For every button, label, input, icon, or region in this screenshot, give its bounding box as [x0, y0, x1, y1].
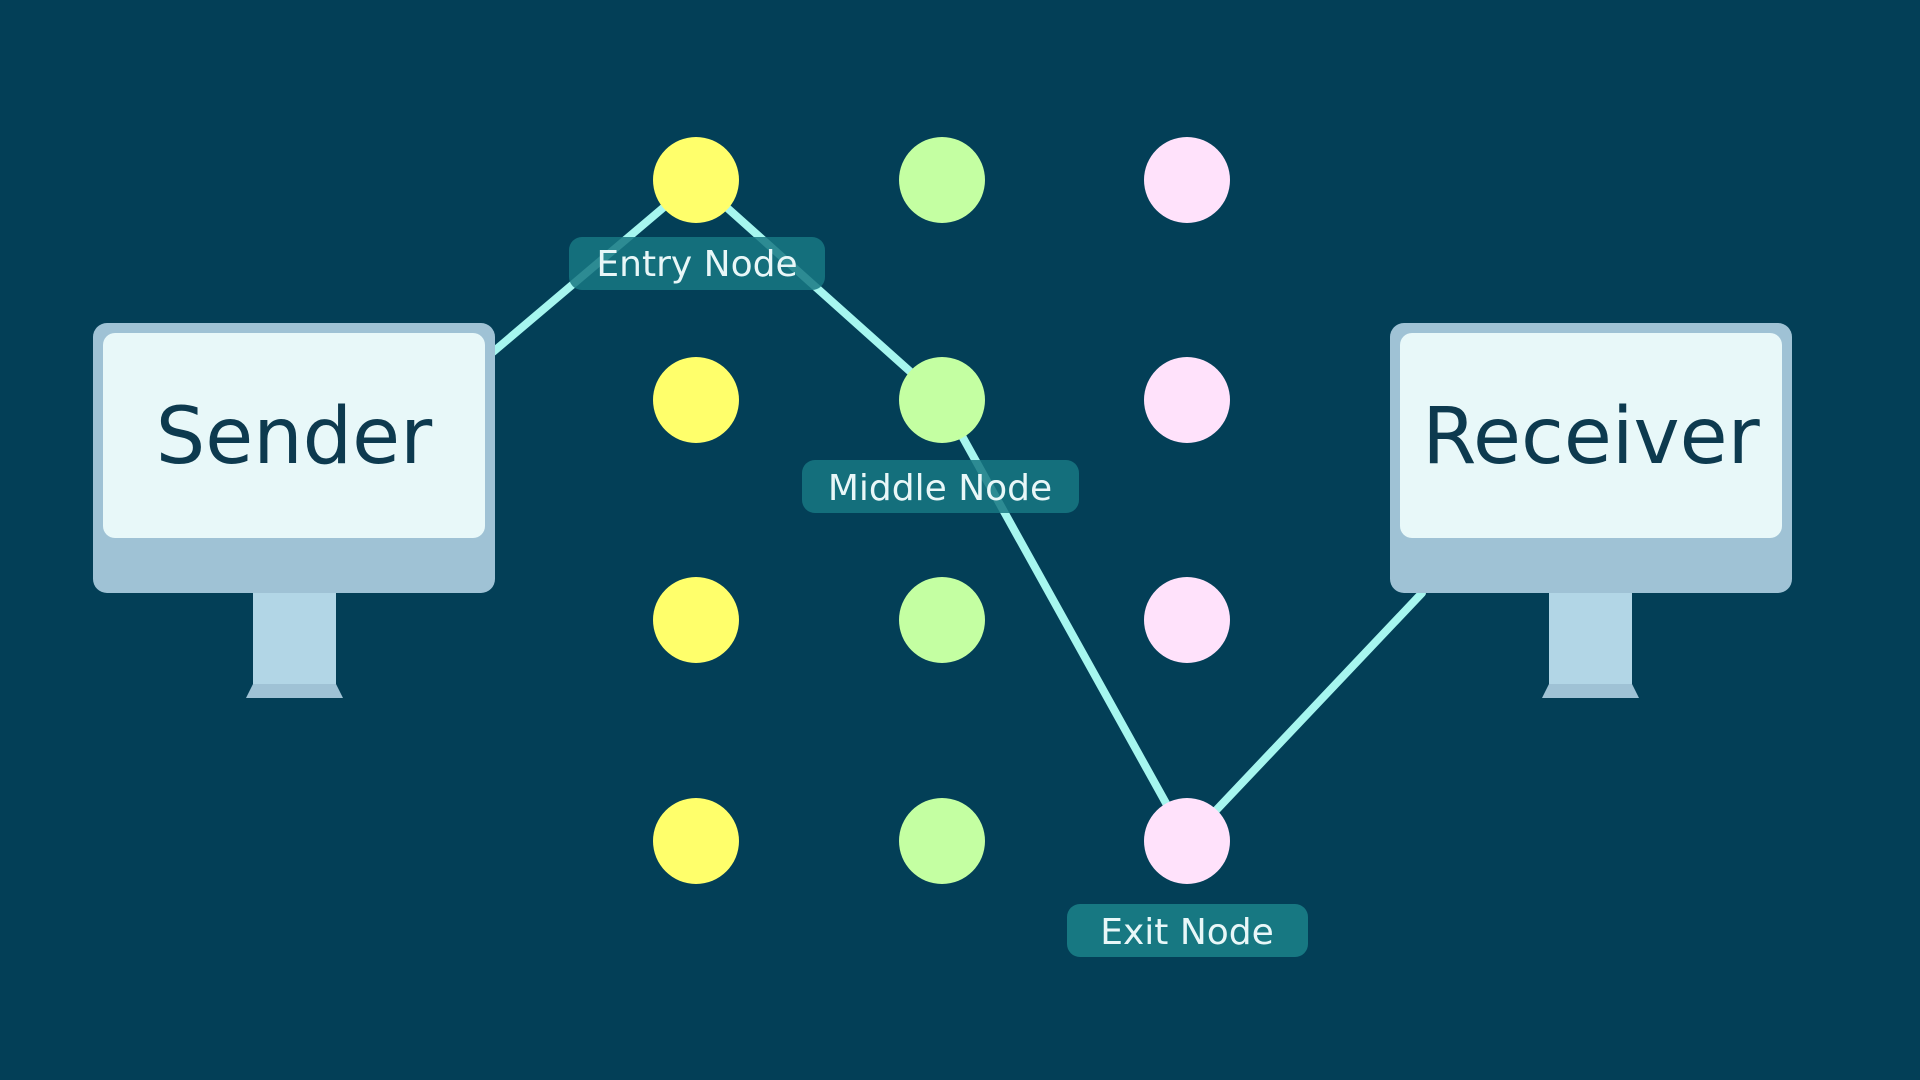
monitor-stand — [1549, 590, 1632, 685]
entry-node-4 — [653, 798, 739, 884]
exit-node-label: Exit Node — [1100, 912, 1274, 953]
receiver-label: Receiver — [1422, 392, 1760, 482]
middle-node-1 — [899, 137, 985, 223]
entry-node-1 — [653, 137, 739, 223]
node-grid — [653, 137, 1230, 884]
middle-node-2 — [899, 357, 985, 443]
monitor-screen — [1400, 333, 1782, 538]
exit-node-3 — [1144, 577, 1230, 663]
tag-background — [1067, 904, 1308, 957]
exit-node-4 — [1144, 798, 1230, 884]
monitor-base — [1542, 684, 1639, 698]
entry-node-tag: Entry Node — [569, 237, 825, 290]
middle-node-label: Middle Node — [828, 468, 1052, 509]
sender-label: Sender — [156, 392, 433, 482]
entry-node-2 — [653, 357, 739, 443]
exit-node-1 — [1144, 137, 1230, 223]
monitor-base — [246, 684, 343, 698]
middle-node-tag: Middle Node — [802, 460, 1079, 513]
monitor-stand — [253, 590, 336, 685]
middle-node-4 — [899, 798, 985, 884]
exit-node-tag: Exit Node — [1067, 904, 1308, 957]
sender-monitor: Sender — [93, 323, 495, 698]
middle-node-3 — [899, 577, 985, 663]
monitor-screen — [103, 333, 485, 538]
tag-background — [569, 237, 825, 290]
exit-node-2 — [1144, 357, 1230, 443]
receiver-monitor: Receiver — [1390, 323, 1792, 698]
entry-node-3 — [653, 577, 739, 663]
tag-background — [802, 460, 1079, 513]
route-entry-to-middle — [692, 176, 946, 404]
entry-node-label: Entry Node — [596, 244, 797, 285]
route-exit-to-receiver — [1183, 589, 1426, 845]
